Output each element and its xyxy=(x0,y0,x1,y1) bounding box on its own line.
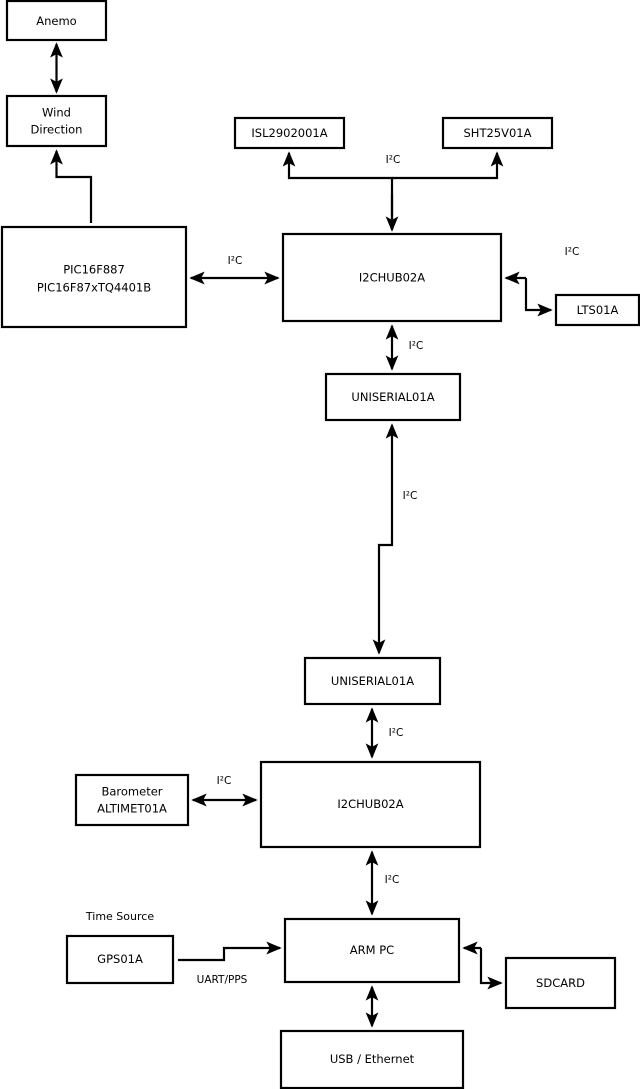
edge-line-wind-pic xyxy=(50,149,93,223)
edge-label-hub-isl-sht: I²C xyxy=(386,154,401,166)
node-arm-pc[interactable]: ARM PC xyxy=(283,917,461,984)
node-isl2902001a[interactable]: ISL2902001A xyxy=(233,116,346,150)
node-label-isl2902001a: ISL2902001A xyxy=(251,126,327,140)
node-label-barometer-line1: Barometer xyxy=(101,785,162,799)
edge-wind-pic xyxy=(50,149,93,223)
node-box-sdcard[interactable] xyxy=(504,956,617,1010)
node-label-uniserial01a-bottom: UNISERIAL01A xyxy=(331,674,414,688)
node-label-wind-direction-line2: Direction xyxy=(31,123,83,137)
node-label-barometer-line2: ALTIMET01A xyxy=(97,802,167,816)
node-box-isl2902001a[interactable] xyxy=(233,116,346,150)
edge-label-barometer-hub-bot: I²C xyxy=(217,775,232,787)
node-label-pic-line2: PIC16F87xTQ4401B xyxy=(37,281,151,295)
node-label-uniserial01a-top: UNISERIAL01A xyxy=(351,390,434,404)
node-barometer[interactable]: Barometer ALTIMET01A xyxy=(74,773,190,827)
edge-hub-bot-armpc: I²C xyxy=(365,850,400,916)
edge-line-hub-isl xyxy=(282,151,394,230)
node-box-uniserial01a-bottom[interactable] xyxy=(303,656,442,706)
node-box-gps01a[interactable] xyxy=(65,934,175,985)
node-i2chub02a-top[interactable]: I2CHUB02A xyxy=(281,232,503,323)
edge-label-hub-bot-armpc: I²C xyxy=(385,874,400,886)
node-box-pic16f887[interactable] xyxy=(0,225,188,329)
edge-label-pic-hub: I²C xyxy=(228,255,243,267)
edge-hub-lts: I²C xyxy=(504,246,580,317)
edge-label-gps-armpc: UART/PPS xyxy=(197,974,248,986)
free-labels-layer: Time Source xyxy=(85,910,154,923)
node-anemo[interactable]: Anemo xyxy=(5,0,108,42)
edge-label-hub-uniserial-top: I²C xyxy=(409,340,424,352)
node-label-sht25v01a: SHT25V01A xyxy=(464,126,532,140)
node-box-i2chub02a-top[interactable] xyxy=(281,232,503,323)
node-i2chub02a-bottom[interactable]: I2CHUB02A xyxy=(259,760,482,849)
node-label-i2chub02a-bottom: I2CHUB02A xyxy=(337,797,403,811)
node-label-anemo: Anemo xyxy=(36,14,76,28)
node-label-i2chub02a-top: I2CHUB02A xyxy=(359,271,425,285)
edge-line-armpc-to-sdcard xyxy=(479,948,503,990)
edge-hub-isl-sht: I²C xyxy=(282,151,504,232)
node-uniserial01a-top[interactable]: UNISERIAL01A xyxy=(324,372,462,422)
edge-line-hub-sht xyxy=(392,151,504,180)
node-box-lts01a[interactable] xyxy=(554,293,640,327)
node-label-arm-pc: ARM PC xyxy=(350,943,394,957)
edge-armpc-sdcard xyxy=(462,941,503,990)
edge-uniserial-hub-bot: I²C xyxy=(365,707,404,759)
edge-line-uniserial-up xyxy=(377,423,399,564)
label-time-source: Time Source xyxy=(85,910,154,923)
node-sdcard[interactable]: SDCARD xyxy=(504,956,617,1010)
node-box-i2chub02a-bottom[interactable] xyxy=(259,760,482,849)
node-label-wind-direction-line1: Wind xyxy=(42,106,71,120)
node-box-uniserial01a-top[interactable] xyxy=(324,372,462,422)
node-gps01a[interactable]: GPS01A xyxy=(65,934,175,985)
node-usb-ethernet[interactable]: USB / Ethernet xyxy=(279,1029,465,1089)
node-label-usb-ethernet: USB / Ethernet xyxy=(330,1052,415,1066)
edge-barometer-hub-bot: I²C xyxy=(191,775,258,807)
node-box-usb-ethernet[interactable] xyxy=(279,1029,465,1089)
node-sht25v01a[interactable]: SHT25V01A xyxy=(441,116,554,150)
node-wind-direction[interactable]: Wind Direction xyxy=(5,94,108,148)
edge-hub-uniserial-top: I²C xyxy=(385,324,424,371)
edge-label-uniserial-hub-bot: I²C xyxy=(389,727,404,739)
node-box-wind-direction[interactable] xyxy=(5,94,108,148)
node-label-pic-line1: PIC16F887 xyxy=(63,263,125,277)
edge-gps-armpc: UART/PPS xyxy=(178,941,282,986)
edge-line-hub-to-lts xyxy=(524,278,553,317)
node-uniserial01a-bottom[interactable]: UNISERIAL01A xyxy=(303,656,442,706)
node-box-barometer[interactable] xyxy=(74,773,190,827)
node-pic16f887[interactable]: PIC16F887 PIC16F87xTQ4401B xyxy=(0,225,188,329)
node-label-lts01a: LTS01A xyxy=(577,303,619,317)
edge-uniserial-uniserial: I²C xyxy=(372,423,418,655)
node-label-sdcard: SDCARD xyxy=(536,976,585,990)
edges-layer: I²C I²C I²C I²C xyxy=(50,42,580,1028)
node-box-arm-pc[interactable] xyxy=(283,917,461,984)
node-lts01a[interactable]: LTS01A xyxy=(554,293,640,327)
edge-line-gps-armpc xyxy=(178,941,282,962)
node-box-anemo[interactable] xyxy=(5,0,108,42)
node-label-gps01a: GPS01A xyxy=(97,952,143,966)
node-box-sht25v01a[interactable] xyxy=(441,116,554,150)
edge-pic-hub: I²C xyxy=(189,255,280,285)
edge-label-uniserial-uniserial: I²C xyxy=(403,490,418,502)
edge-label-hub-lts: I²C xyxy=(565,246,580,258)
